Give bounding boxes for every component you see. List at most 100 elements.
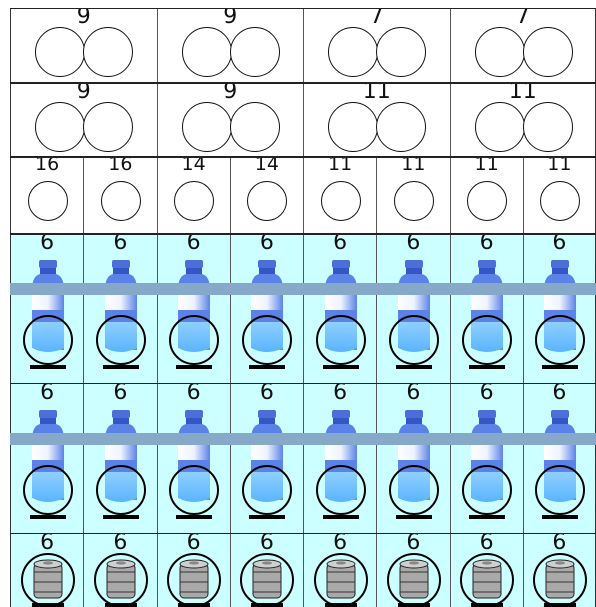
slot-cell[interactable]: 9: [10, 8, 157, 83]
circle-icon: [321, 181, 361, 221]
slot-count: 6: [451, 234, 523, 254]
slot-cell[interactable]: 6: [376, 534, 449, 607]
slot-cell[interactable]: 11: [303, 157, 376, 234]
circle-icon: [475, 102, 525, 152]
row-divider: [10, 156, 596, 158]
water-bottle-icon: [311, 260, 371, 380]
slot-cell[interactable]: 6: [523, 534, 596, 607]
slot-cell[interactable]: 9: [10, 83, 157, 157]
slot-cell[interactable]: 14: [157, 157, 230, 234]
slot-count: 16: [84, 157, 156, 174]
slot-count: 6: [377, 384, 449, 404]
slot-count: 6: [304, 234, 376, 254]
barrel-icon: [237, 550, 297, 607]
water-bottle-icon: [164, 260, 224, 380]
slot-count: 6: [158, 234, 230, 254]
slot-cell[interactable]: 16: [10, 157, 83, 234]
water-bottle-icon: [311, 410, 371, 530]
slot-cell[interactable]: 6: [83, 234, 156, 384]
circle-icon: [467, 181, 507, 221]
water-bottle-icon: [18, 260, 78, 380]
slot-count: 6: [84, 234, 156, 254]
slot-cell[interactable]: 6: [376, 384, 449, 534]
slot-count: 11: [451, 157, 523, 174]
slot-cell[interactable]: 6: [450, 234, 523, 384]
circle-icon: [376, 102, 426, 152]
slot-cell[interactable]: 6: [157, 234, 230, 384]
slot-cell[interactable]: 6: [157, 534, 230, 607]
slot-cell[interactable]: 6: [157, 384, 230, 534]
slot-count: 9: [11, 8, 157, 28]
slot-cell[interactable]: 6: [376, 234, 449, 384]
slot-count: 7: [451, 8, 596, 28]
slot-cell[interactable]: 6: [303, 384, 376, 534]
water-bottle-icon: [530, 260, 590, 380]
circle-icon: [247, 181, 287, 221]
circle-icon: [182, 102, 232, 152]
water-bottle-icon: [384, 260, 444, 380]
slot-cell[interactable]: 6: [523, 384, 596, 534]
circle-icon: [376, 27, 426, 77]
slot-count: 11: [304, 83, 450, 103]
slot-cell[interactable]: 6: [83, 384, 156, 534]
water-bottle-icon: [530, 410, 590, 530]
slot-cell[interactable]: 6: [230, 234, 303, 384]
slot-count: 6: [451, 384, 523, 404]
slot-count: 11: [451, 83, 596, 103]
row-divider: [10, 8, 596, 9]
slot-cell[interactable]: 11: [523, 157, 596, 234]
barrel-icon: [457, 550, 517, 607]
water-bottle-icon: [164, 410, 224, 530]
circle-icon: [182, 27, 232, 77]
shelf-band: [10, 433, 596, 445]
water-bottle-icon: [237, 410, 297, 530]
water-bottle-icon: [384, 410, 444, 530]
slot-count: 6: [524, 234, 595, 254]
circle-icon: [28, 181, 68, 221]
slot-cell[interactable]: 16: [83, 157, 156, 234]
slot-cell[interactable]: 9: [157, 83, 304, 157]
shelf-band: [10, 283, 596, 295]
water-bottle-icon: [91, 260, 151, 380]
slot-cell[interactable]: 6: [10, 384, 83, 534]
slot-cell[interactable]: 6: [230, 384, 303, 534]
slot-count: 14: [231, 157, 303, 174]
barrel-icon: [311, 550, 371, 607]
slot-cell[interactable]: 9: [157, 8, 304, 83]
circle-icon: [101, 181, 141, 221]
slot-cell[interactable]: 7: [450, 8, 596, 83]
slot-cell[interactable]: 6: [450, 534, 523, 607]
slot-count: 6: [158, 384, 230, 404]
slot-cell[interactable]: 6: [10, 534, 83, 607]
water-bottle-icon: [18, 410, 78, 530]
slot-cell[interactable]: 11: [376, 157, 449, 234]
water-bottle-icon: [237, 260, 297, 380]
slot-cell[interactable]: 7: [303, 8, 450, 83]
slot-cell[interactable]: 6: [303, 534, 376, 607]
slot-cell[interactable]: 6: [230, 534, 303, 607]
slot-cell[interactable]: 11: [450, 83, 596, 157]
slot-cell[interactable]: 6: [83, 534, 156, 607]
slot-cell[interactable]: 6: [523, 234, 596, 384]
slot-cell[interactable]: 6: [10, 234, 83, 384]
slot-cell[interactable]: 11: [450, 157, 523, 234]
water-bottle-icon: [91, 410, 151, 530]
barrel-icon: [18, 550, 78, 607]
slot-cell[interactable]: 6: [303, 234, 376, 384]
barrel-icon: [530, 550, 590, 607]
slot-cell[interactable]: 11: [303, 83, 450, 157]
slot-cell[interactable]: 6: [450, 384, 523, 534]
row-divider: [10, 82, 596, 84]
slot-cell[interactable]: 14: [230, 157, 303, 234]
slot-count: 6: [304, 384, 376, 404]
circle-icon: [35, 102, 85, 152]
circle-icon: [394, 181, 434, 221]
circle-icon: [523, 102, 573, 152]
slot-count: 16: [11, 157, 83, 174]
